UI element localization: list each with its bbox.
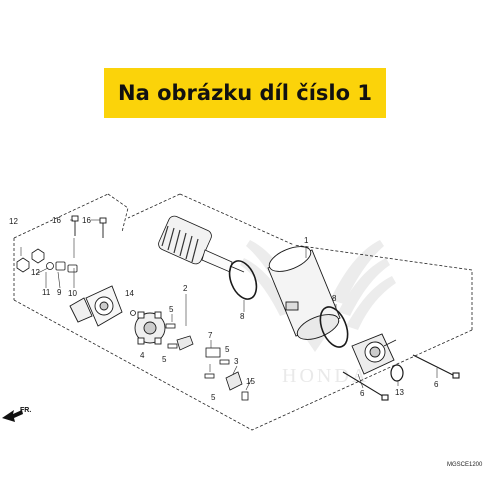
diagram-code: MGSCE1200 (447, 462, 483, 468)
callout-2: 2 (183, 284, 188, 293)
leader-lines (20, 219, 438, 391)
honda-watermark-text: HONDA (282, 365, 369, 387)
callout-6b: 6 (434, 380, 439, 389)
direction-label: FR. (20, 407, 31, 414)
callout-10: 10 (68, 289, 77, 298)
callout-9: 9 (57, 288, 62, 297)
callout-12b: 12 (31, 268, 40, 277)
screws-part (71, 215, 107, 238)
callout-16a: 16 (52, 216, 61, 225)
callout-15: 15 (246, 377, 255, 386)
o-ring-right-part (319, 306, 349, 348)
o-ring-left-part (228, 260, 258, 300)
brush-holder-part (134, 311, 166, 345)
armature-part (158, 215, 245, 273)
starter-yoke-part (267, 246, 341, 340)
callout-6a: 6 (360, 389, 365, 398)
part-number-banner: Na obrázku díl číslo 1 (104, 68, 386, 118)
front-cover-part (351, 333, 397, 375)
callout-7: 7 (208, 331, 213, 340)
assembly-frame (13, 193, 473, 431)
callout-5c: 5 (225, 345, 230, 354)
callout-5b: 5 (162, 355, 167, 364)
callout-5d: 5 (211, 393, 216, 402)
brushes-springs-part (130, 310, 249, 401)
callout-4: 4 (140, 351, 145, 360)
banner-text: Na obrázku díl číslo 1 (118, 81, 372, 105)
callout-1: 1 (304, 236, 309, 245)
through-bolts-part (342, 354, 460, 401)
callout-11: 11 (42, 288, 51, 297)
rear-cover-part (69, 285, 123, 327)
callout-12a: 12 (9, 217, 18, 226)
callout-5a: 5 (169, 305, 174, 314)
callout-8a: 8 (240, 312, 245, 321)
callout-13: 13 (395, 388, 404, 397)
terminal-nuts-part (16, 248, 78, 273)
callout-8b: 8 (332, 294, 337, 303)
front-direction-arrow-icon (2, 410, 23, 422)
callout-labels: 1 2 3 4 5 5 5 5 6 6 7 8 8 9 10 11 12 12 … (9, 216, 439, 402)
washer-part (390, 364, 404, 382)
callout-3: 3 (234, 357, 239, 366)
callout-14: 14 (125, 289, 134, 298)
callout-16b: 16 (82, 216, 91, 225)
